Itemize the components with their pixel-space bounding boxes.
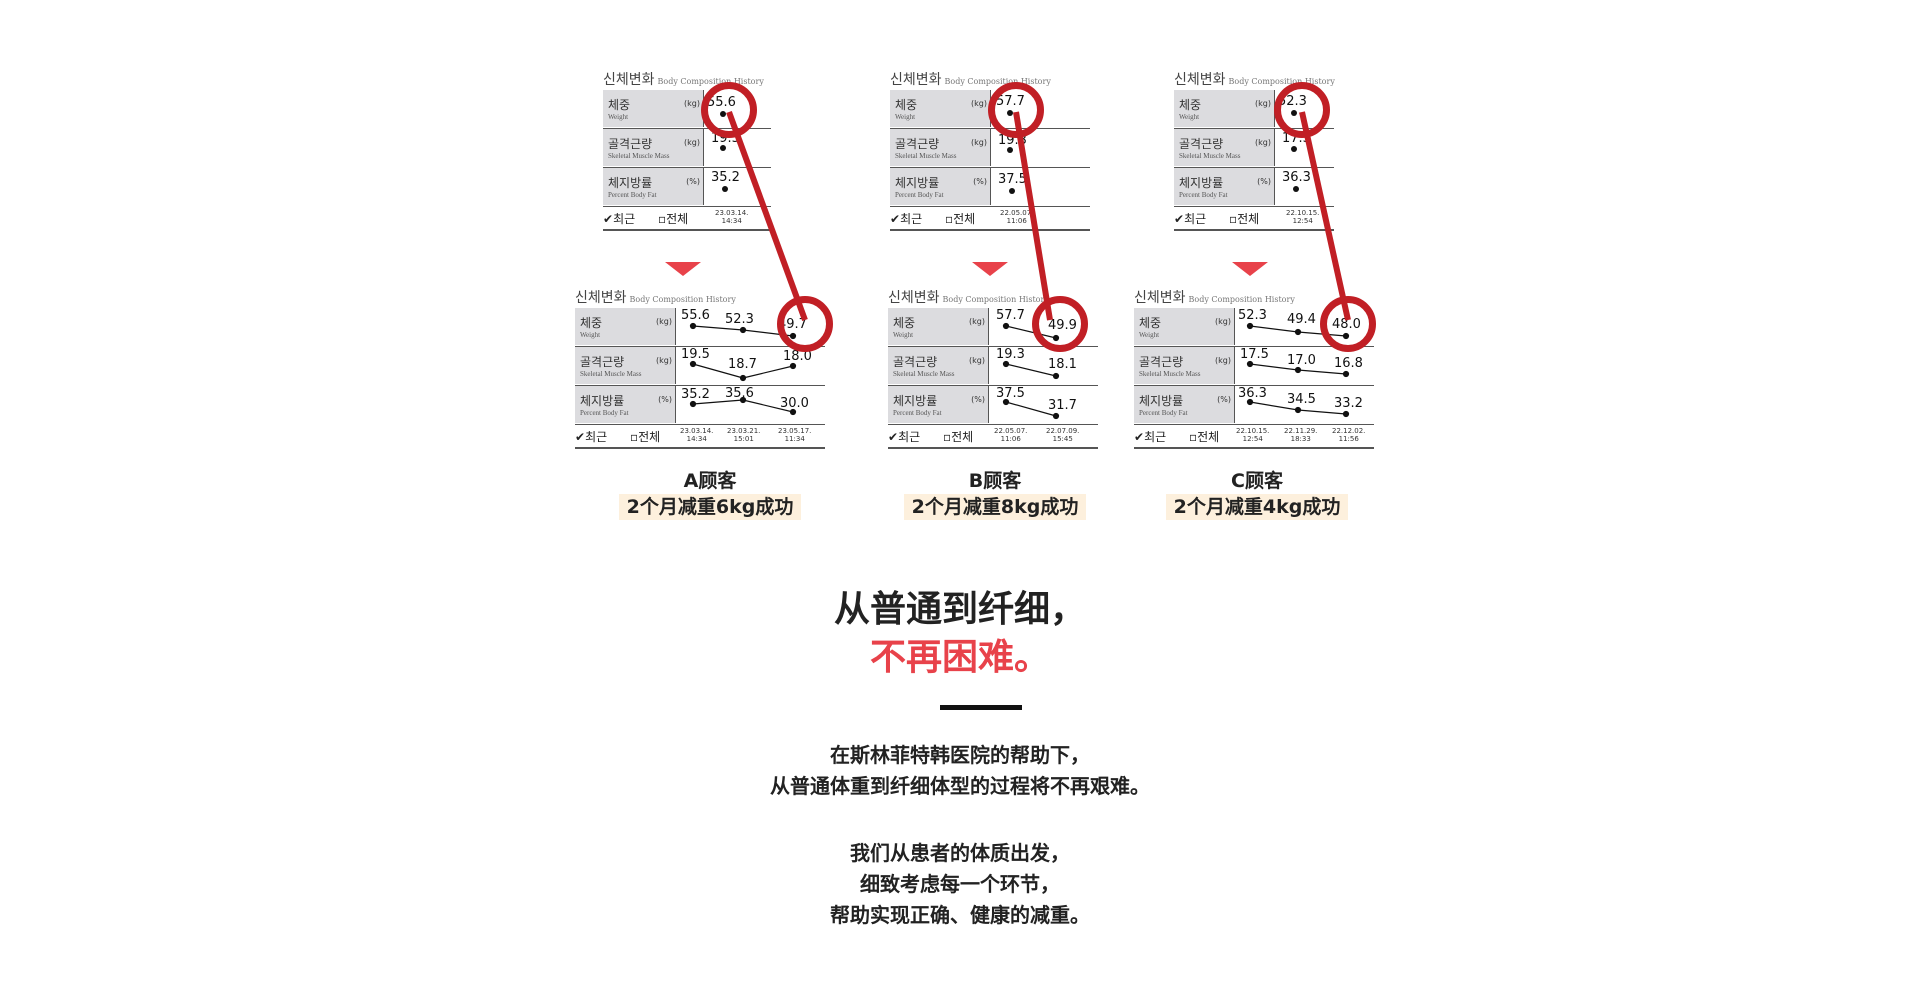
muscle-value: 17.0	[1287, 353, 1316, 368]
divider	[940, 705, 1022, 710]
muscle-value: 18.7	[728, 357, 757, 372]
fat-value: 34.5	[1287, 392, 1316, 407]
before-highlight-ring	[1274, 82, 1330, 138]
result-badge: 2个月减重6kg成功	[575, 494, 845, 520]
muscle-value: 17.5	[1240, 347, 1269, 362]
data-point	[1293, 186, 1299, 192]
customer-name: B顾客	[968, 470, 1022, 492]
card-footer: ✔최근 ▫전체 22.05.07.11:06 22.07.09.15:45	[888, 425, 1098, 449]
before-highlight-ring	[988, 82, 1044, 138]
fat-value: 35.2	[711, 170, 740, 185]
card-footer: ✔최근 ▫전체 22.05.07.11:06	[890, 207, 1090, 231]
card-footer: ✔최근 ▫전체 23.03.14.14:34	[603, 207, 771, 231]
weight-value: 55.6	[681, 308, 710, 323]
fat-value: 30.0	[780, 396, 809, 411]
muscle-value: 19.5	[681, 347, 710, 362]
arrow-down-icon	[1232, 262, 1268, 276]
after-highlight-ring	[1032, 296, 1088, 352]
fat-value: 33.2	[1334, 396, 1363, 411]
paragraph-1-line-2: 从普通体重到纤细体型的过程将不再艰难。	[770, 774, 1150, 798]
headline-line-1: 从普通到纤细，	[833, 589, 1086, 630]
fat-value: 36.3	[1238, 386, 1267, 401]
muscle-value: 18.0	[783, 349, 812, 364]
muscle-value: 16.8	[1334, 356, 1363, 371]
customer-name: C顾客	[1231, 470, 1283, 492]
headline-line-2: 不再困难。	[869, 637, 1050, 678]
fat-value: 37.5	[998, 172, 1027, 187]
paragraph-2-line-2: 细致考虑每一个环节，	[860, 872, 1060, 896]
arrow-down-icon	[665, 262, 701, 276]
fat-value: 36.3	[1282, 170, 1311, 185]
data-point	[1007, 147, 1013, 153]
card-footer: ✔최근 ▫전체 23.03.14.14:34 23.03.21.15:01 23…	[575, 425, 825, 449]
fat-value: 35.6	[725, 386, 754, 401]
data-point	[1291, 146, 1297, 152]
fat-value: 37.5	[996, 386, 1025, 401]
after-highlight-ring	[777, 296, 833, 352]
paragraph-2-line-1: 我们从患者的体质出发，	[850, 841, 1070, 865]
data-point	[1009, 188, 1015, 194]
weight-value: 52.3	[1238, 308, 1267, 323]
highlight-connector	[726, 110, 808, 322]
before-highlight-ring	[701, 82, 757, 138]
result-badge: 2个月减重8kg成功	[860, 494, 1130, 520]
weight-value: 52.3	[725, 312, 754, 327]
highlight-connector	[1299, 111, 1351, 321]
result-badge: 2个月减重4kg成功	[1122, 494, 1392, 520]
card-footer: ✔최근 ▫전체 22.10.15.12:54	[1174, 207, 1334, 231]
after-highlight-ring	[1320, 296, 1376, 352]
arrow-down-icon	[972, 262, 1008, 276]
data-point	[720, 145, 726, 151]
card-footer: ✔최근 ▫전체 22.10.15.12:54 22.11.29.18:33 22…	[1134, 425, 1374, 449]
paragraph-2-line-3: 帮助实现正确、健康的减重。	[830, 903, 1090, 927]
weight-value: 57.7	[996, 308, 1025, 323]
muscle-value: 19.3	[996, 347, 1025, 362]
fat-value: 35.2	[681, 387, 710, 402]
highlight-connector	[1013, 111, 1053, 321]
paragraph-1-line-1: 在斯林菲特韩医院的帮助下，	[830, 743, 1090, 767]
customer-name: A顾客	[683, 470, 737, 492]
trend-lines	[1246, 322, 1350, 418]
muscle-value: 18.1	[1048, 357, 1077, 372]
data-point	[722, 186, 728, 192]
fat-value: 31.7	[1048, 398, 1077, 413]
weight-value: 49.4	[1287, 312, 1316, 327]
